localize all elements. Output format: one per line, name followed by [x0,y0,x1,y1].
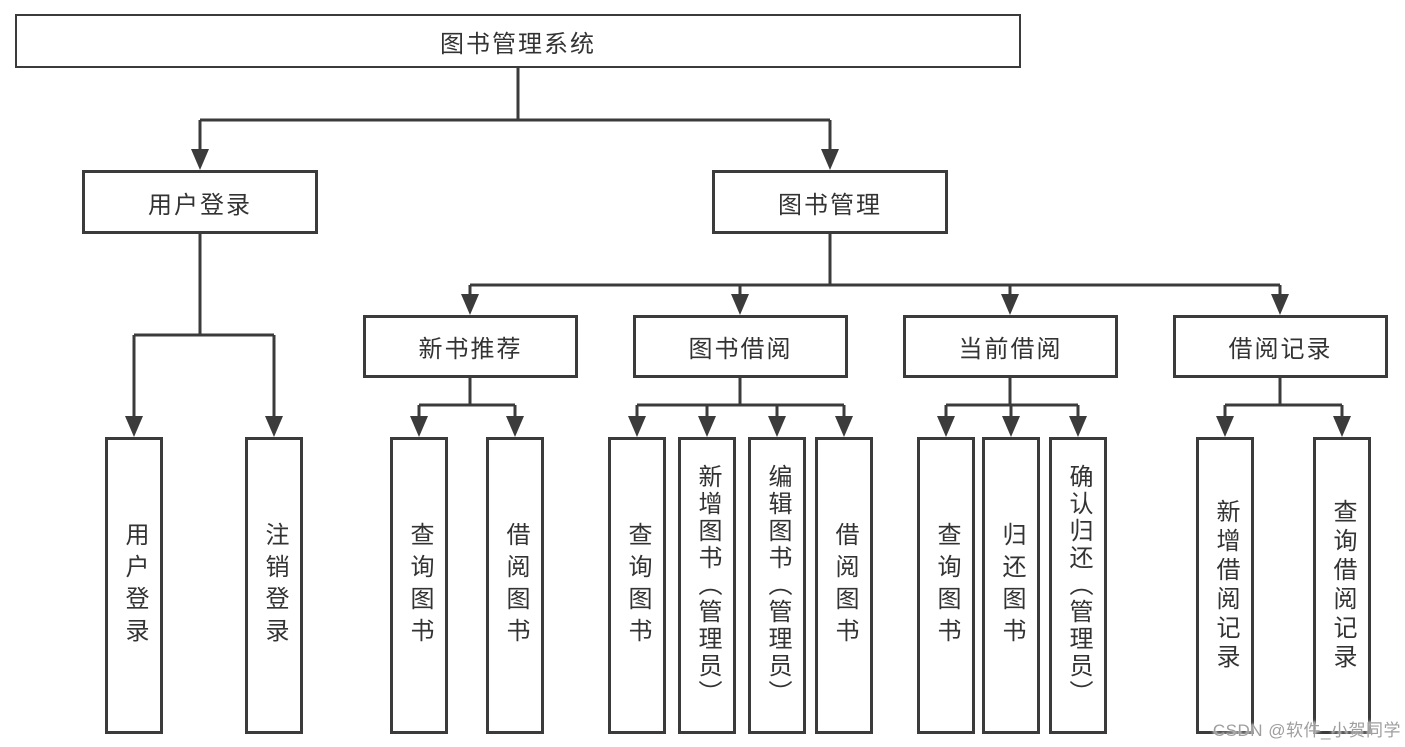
leaf-label: 注销登录 [261,521,288,650]
arrow-down-icon [191,149,209,170]
leaf-edit-books-admin: 编辑图书（管理员） [748,437,806,734]
leaf-label: 查询图书 [933,521,960,650]
leaf-label: 查询图书 [624,521,651,650]
leaf-label: 查询图书 [406,521,433,650]
leaf-query-books-borrowing: 查询图书 [608,437,666,734]
leaf-label: 新增图书（管理员） [694,464,721,707]
leaf-add-borrowing-record: 新增借阅记录 [1196,437,1254,734]
leaf-label: 查询借阅记录 [1329,498,1356,673]
connector-trunks [132,68,1344,420]
arrow-down-icon [1216,416,1234,437]
arrow-down-icon [821,149,839,170]
node-book-management-system: 图书管理系统 [15,14,1021,68]
arrow-down-icon [1002,416,1020,437]
arrow-down-icon [768,416,786,437]
node-borrowing-records: 借阅记录 [1173,315,1388,378]
leaf-label: 借阅图书 [502,521,529,650]
leaf-label: 确认归还（管理员） [1065,464,1092,707]
leaf-borrow-books-borrowing: 借阅图书 [815,437,873,734]
leaf-user-login: 用户登录 [105,437,163,734]
leaf-label: 用户登录 [121,521,148,650]
leaf-confirm-return-admin: 确认归还（管理员） [1049,437,1107,734]
arrowheads [125,149,1351,437]
arrow-down-icon [698,416,716,437]
arrow-down-icon [1069,416,1087,437]
arrow-down-icon [835,416,853,437]
arrow-down-icon [1333,416,1351,437]
node-new-book-recommendation: 新书推荐 [363,315,578,378]
arrow-down-icon [1271,294,1289,315]
leaf-label: 编辑图书（管理员） [764,464,791,707]
arrow-down-icon [1001,294,1019,315]
arrow-down-icon [125,416,143,437]
leaf-label: 新增借阅记录 [1212,498,1239,673]
leaf-query-books-recommend: 查询图书 [390,437,448,734]
node-user-login: 用户登录 [82,170,318,234]
leaf-query-borrowing-record: 查询借阅记录 [1313,437,1371,734]
node-book-management: 图书管理 [712,170,948,234]
node-book-borrowing: 图书借阅 [633,315,848,378]
leaf-return-books: 归还图书 [982,437,1040,734]
arrow-down-icon [461,294,479,315]
leaf-label: 借阅图书 [831,521,858,650]
arrow-down-icon [410,416,428,437]
arrow-down-icon [265,416,283,437]
arrow-down-icon [506,416,524,437]
leaf-borrow-books-recommend: 借阅图书 [486,437,544,734]
node-current-borrowing: 当前借阅 [903,315,1118,378]
arrow-down-icon [937,416,955,437]
arrow-down-icon [731,294,749,315]
leaf-label: 归还图书 [998,521,1025,650]
csdn-watermark: CSDN @软件_小贺同学 [1212,721,1401,740]
leaf-logout: 注销登录 [245,437,303,734]
arrow-down-icon [628,416,646,437]
leaf-query-books-current: 查询图书 [917,437,975,734]
leaf-add-books-admin: 新增图书（管理员） [678,437,736,734]
